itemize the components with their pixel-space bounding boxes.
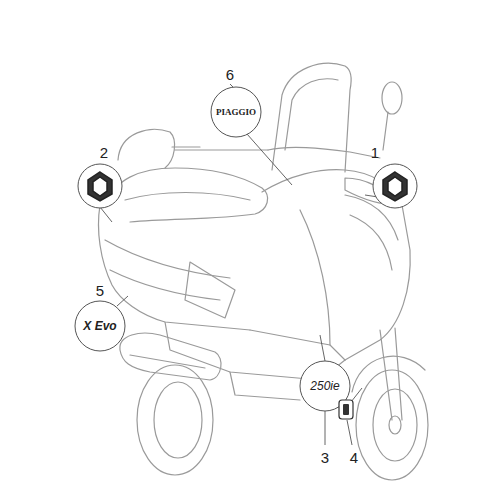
callout-number: 2: [100, 145, 108, 160]
callout-number: 5: [96, 283, 104, 298]
decal-text: X Evo: [83, 320, 116, 332]
callout-number: 6: [226, 67, 234, 82]
callout-number: 1: [371, 145, 379, 160]
decal-text: PIAGGIO: [216, 108, 256, 117]
callout-number: 4: [350, 450, 358, 465]
callout-number: 3: [321, 450, 329, 465]
decal-text: 250ie: [310, 380, 339, 392]
